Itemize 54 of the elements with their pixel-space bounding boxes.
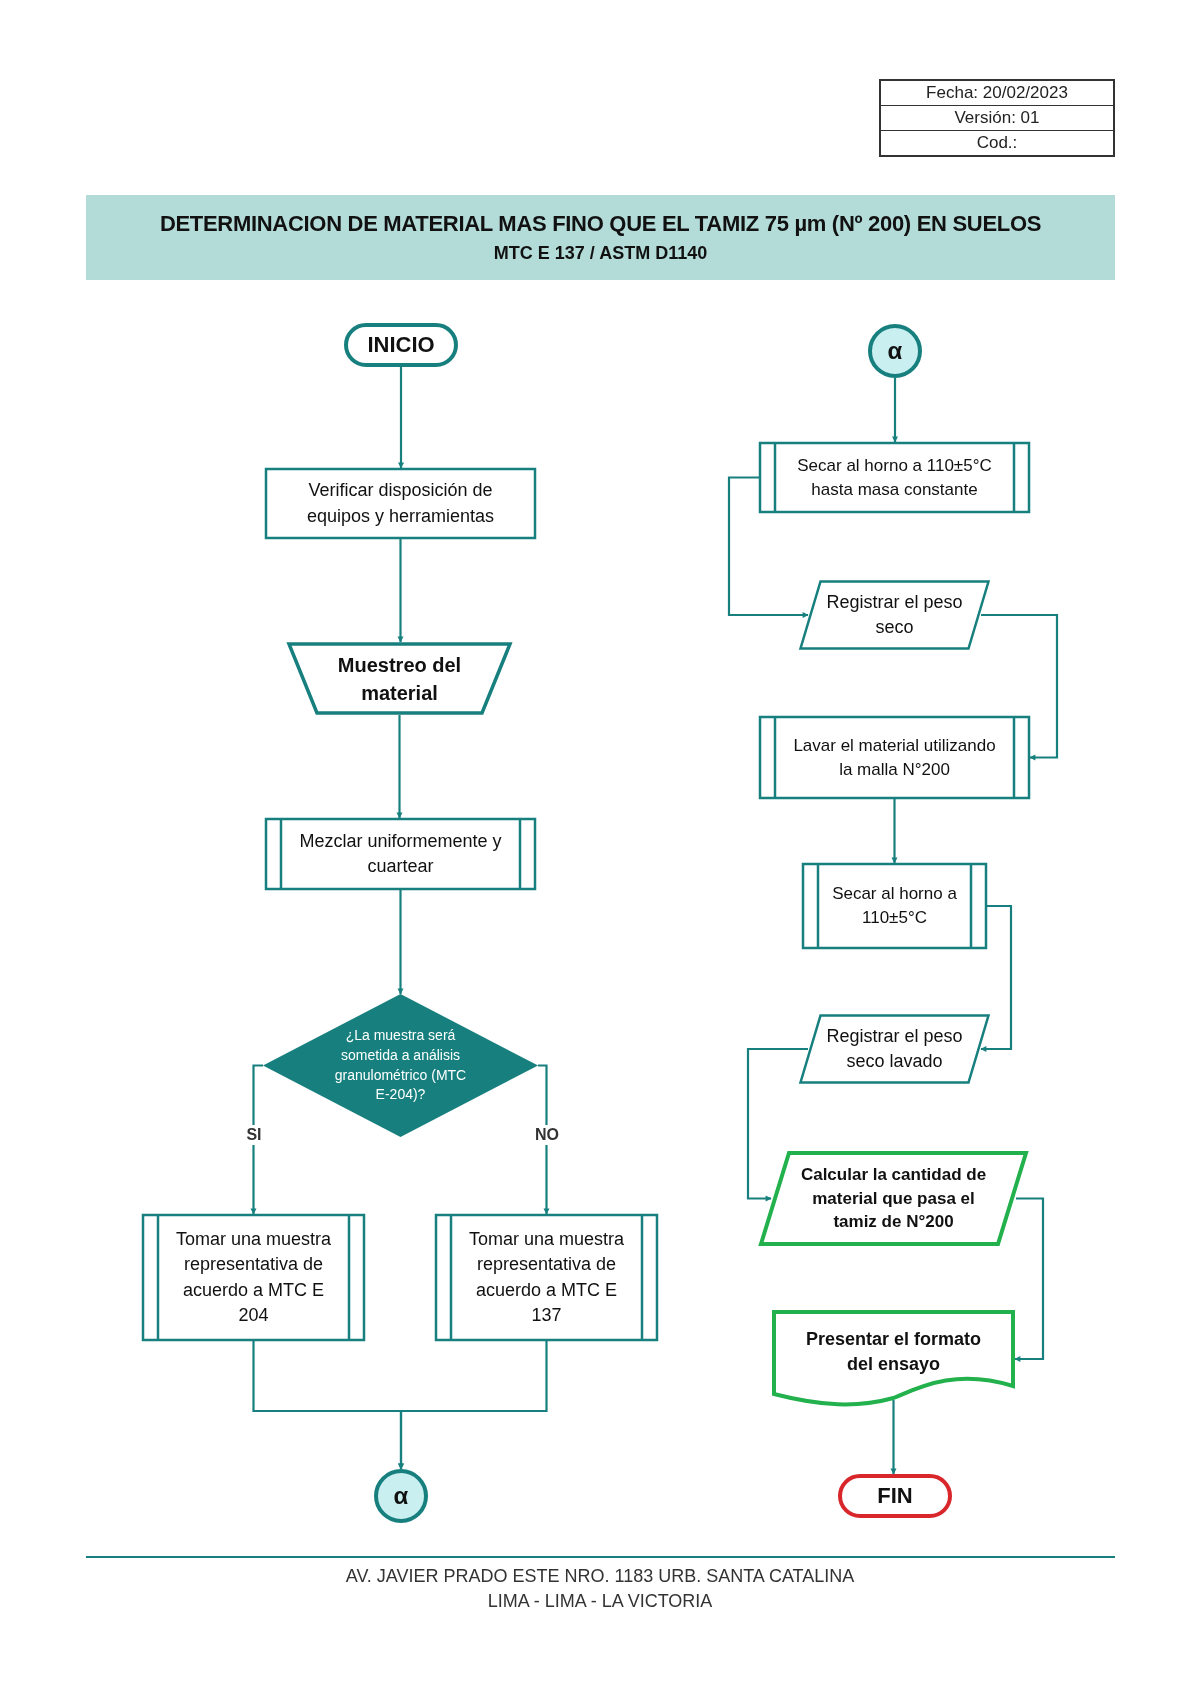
manual-operation-trapezoid xyxy=(287,642,512,715)
node-text: Secar al horno a 110±5°C hasta masa constante xyxy=(796,454,993,501)
predefined-process-box xyxy=(435,1214,658,1341)
table-cell-text: Fecha: 20/02/2023 xyxy=(925,82,1069,104)
predefined-process-box xyxy=(142,1214,365,1341)
node-text: Registrar el peso seco lavado xyxy=(825,1024,964,1073)
data-parallelogram xyxy=(757,1149,1030,1248)
predefined-process-box xyxy=(759,442,1030,513)
subtitle: MTC E 137 / ASTM D1140 xyxy=(493,243,708,264)
connector-circle xyxy=(374,1469,428,1523)
data-parallelogram xyxy=(798,1013,991,1085)
node-text: Muestreo del material xyxy=(336,652,463,706)
node-text: Mezclar uniformemente y cuartear xyxy=(298,829,503,878)
predefined-process-box xyxy=(759,716,1030,799)
node-text: α xyxy=(393,1481,409,1512)
arrow xyxy=(538,1064,550,1215)
arrow xyxy=(250,1064,263,1215)
arrow xyxy=(1014,1197,1045,1362)
node-text: INICIO xyxy=(367,330,435,359)
connector-circle xyxy=(868,324,922,378)
node-text: FIN xyxy=(877,1481,913,1510)
node-text: Secar al horno a 110±5°C xyxy=(832,883,957,929)
node-text: Registrar el peso seco xyxy=(825,590,964,639)
node-text: Calcular la cantidad de material que pasa el tamiz de N°200 xyxy=(799,1163,988,1234)
node-text: Lavar el material utilizando la malla N°200 xyxy=(792,734,997,781)
node-text: Tomar una muestra representativa de acuerdo a MTC E 204 xyxy=(174,1228,333,1327)
arrow xyxy=(397,539,404,643)
address-text: LIMA - LIMA - LA VICTORIA xyxy=(486,1591,714,1612)
arrow xyxy=(727,476,809,618)
arrow xyxy=(981,613,1059,761)
decision-diamond xyxy=(263,994,538,1137)
node-text: ¿La muestra será sometida a análisis granulométrico (MTC E-204)? xyxy=(333,1026,468,1105)
node-text: Presentar el formato del ensayo xyxy=(804,1327,983,1376)
node-text: Tomar una muestra representativa de acuerdo a MTC E 137 xyxy=(467,1228,626,1327)
node-text: α xyxy=(887,336,903,367)
arrow xyxy=(980,904,1013,1052)
process-box xyxy=(265,468,536,539)
arrow xyxy=(890,1400,897,1475)
arrow xyxy=(746,1047,808,1202)
arrow xyxy=(892,378,898,443)
address-text: AV. JAVIER PRADO ESTE NRO. 1183 URB. SANTA CATALINA xyxy=(344,1566,856,1587)
document-shape xyxy=(772,1310,1015,1408)
table-cell: Versión: 01 xyxy=(881,105,1113,130)
table-cell: Cod.: xyxy=(881,130,1113,155)
predefined-process-box xyxy=(265,818,536,890)
arrow xyxy=(891,799,898,864)
node-text: Verificar disposición de equipos y herramientas xyxy=(305,479,496,528)
arrow xyxy=(398,1341,548,1470)
arrow xyxy=(398,367,404,469)
title: DETERMINACION DE MATERIAL MAS FINO QUE EL TAMIZ 75 µm (Nº 200) EN SUELOS xyxy=(159,211,1042,237)
predefined-process-box xyxy=(802,863,987,949)
data-parallelogram xyxy=(798,579,991,651)
arrow xyxy=(396,715,403,819)
arrow xyxy=(397,890,404,995)
